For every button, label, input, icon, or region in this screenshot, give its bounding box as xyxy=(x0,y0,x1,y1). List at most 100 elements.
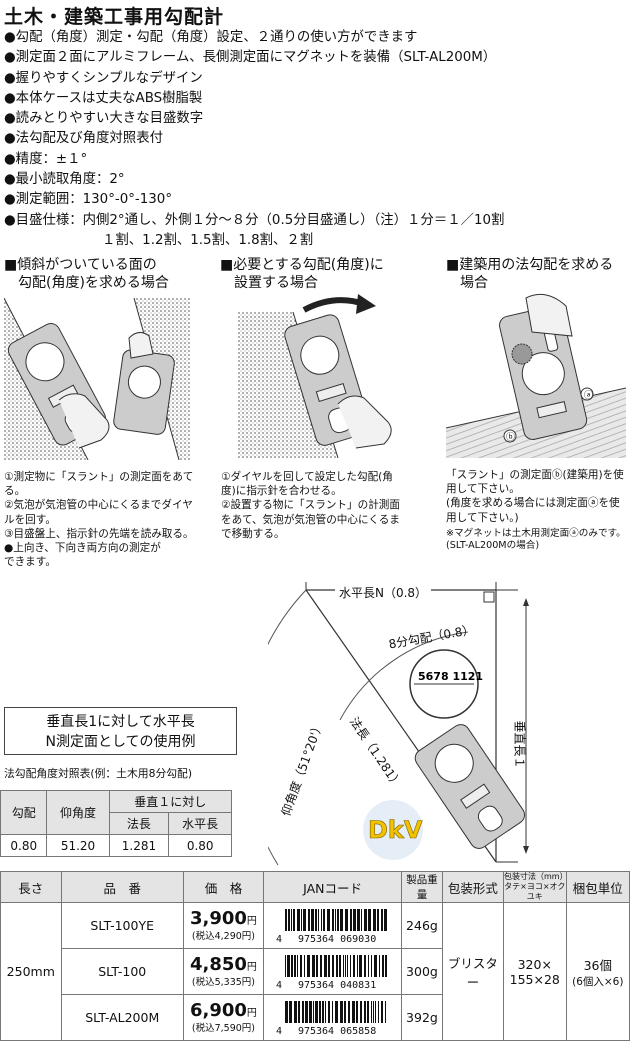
cell-dims: 320× 155×28 xyxy=(502,902,567,1041)
usage-example-box: 垂直長1に対して水平長 N測定面としての使用例 xyxy=(4,707,237,755)
cell-weight: 392g xyxy=(401,994,443,1041)
barcode-bar xyxy=(294,1000,298,1023)
barcode-bar xyxy=(343,954,345,977)
label-a: ⓐ xyxy=(584,390,593,401)
cell-jan: 4 975364 065858 xyxy=(263,994,403,1041)
cell-length: 250mm xyxy=(0,902,62,1041)
barcode-bar xyxy=(304,954,306,977)
barcode-bar xyxy=(368,908,372,931)
section-title-1: ■傾斜がついている面の 勾配(角度)を求める場合 xyxy=(4,257,169,291)
barcode-bar xyxy=(357,954,359,977)
slope-geometry-diagram: 5678 1121 DkV xyxy=(268,582,529,866)
barcode-bar xyxy=(350,954,352,977)
barcode-bar xyxy=(361,908,363,931)
barcode-bar xyxy=(350,908,353,931)
barcode-bar xyxy=(307,954,311,977)
barcode-bar xyxy=(348,1000,351,1023)
barcode-bar xyxy=(377,908,380,931)
dial-digits: 5678 1121 xyxy=(418,670,483,683)
barcode-bar xyxy=(285,954,287,977)
feature-item-continued: １割、1.2割、1.5割、1.8割、２割 xyxy=(102,232,314,248)
cell-price: 3,900円 (税込4,290円) xyxy=(182,902,265,949)
cell-weight: 246g xyxy=(401,902,443,949)
cell-model: SLT-AL200M xyxy=(60,994,184,1041)
table-row: 250mm SLT-100YE 3,900円 (税込4,290円) 4 9753… xyxy=(0,902,630,1041)
barcode-bar xyxy=(301,908,303,931)
barcode-bar xyxy=(359,954,363,977)
feature-item: ●握りやすくシンプルなデザイン xyxy=(4,70,203,86)
cell-model: SLT-100 xyxy=(60,948,184,995)
barcode-bar xyxy=(328,1000,331,1023)
barcode-bar xyxy=(332,1000,334,1023)
barcode-bar xyxy=(318,908,320,931)
barcode-bar xyxy=(315,908,318,931)
feature-item: ●測定面２面にアルミフレーム、長側測定面にマグネットを装備（SLT-AL200M… xyxy=(4,50,497,66)
header-dims: 包装寸法（mm） タテ×ヨコ×オクユキ xyxy=(502,871,568,903)
header-unit: 梱包単位 xyxy=(565,871,630,903)
cell-price: 6,900円 (税込7,590円) xyxy=(182,994,265,1041)
illustration-building-slope: ⓐ ⓑ xyxy=(446,293,626,458)
header-weight: 製品重量 xyxy=(401,871,443,903)
dkv-logo: DkV xyxy=(368,816,423,844)
barcode-bar xyxy=(364,908,368,931)
barcode-bar xyxy=(368,954,370,977)
barcode-bar xyxy=(379,954,381,977)
barcode-bar xyxy=(381,908,384,931)
barcode-bar xyxy=(367,1000,370,1023)
cell-jan: 4 975364 069030 xyxy=(263,902,403,949)
barcode-bar xyxy=(325,1000,327,1023)
barcode-bar xyxy=(347,954,349,977)
header-jan: JANコード xyxy=(263,871,403,903)
section-title-3: ■建築用の法勾配を求める 場合 xyxy=(446,257,614,291)
barcode-bar xyxy=(305,1000,309,1023)
page-title: 土木・建築工事用勾配計 xyxy=(4,6,225,28)
cell-weight: 300g xyxy=(401,948,443,995)
barcode-bar xyxy=(298,1000,301,1023)
cell-jan: 4 975364 040831 xyxy=(263,948,403,995)
barcode-bar xyxy=(385,954,388,977)
barcode-bar xyxy=(353,954,356,977)
barcode-bar xyxy=(324,954,328,977)
feature-list: ●勾配（角度）測定・勾配（角度）設定、２通りの使い方ができます ●測定面２面にア… xyxy=(4,28,624,251)
product-table: 長さ 品 番 価 格 JANコード 製品重量 包装形式 包装寸法（mm） タテ×… xyxy=(0,871,630,1041)
barcode-bar xyxy=(316,954,319,977)
table-caption: 法勾配角度対照表(例：土木用8分勾配) xyxy=(4,767,193,780)
barcode-bar xyxy=(320,954,323,977)
cell-model: SLT-100YE xyxy=(60,902,184,949)
barcode-bar xyxy=(381,1000,384,1023)
barcode-bar xyxy=(303,908,307,931)
feature-item: ●読みとりやすい大きな目盛数字 xyxy=(4,111,204,127)
header-group: 垂直１に対し xyxy=(108,790,233,813)
barcode-bar xyxy=(373,1000,375,1023)
barcode-bar xyxy=(294,954,297,977)
angle-table: 勾配 仰角度 垂直１に対し 法長 水平長 0.80 51.20 1.281 0.… xyxy=(0,790,233,857)
barcode-bar xyxy=(289,1000,293,1023)
feature-item: ●法勾配及び角度対照表付 xyxy=(4,131,163,147)
barcode-bar xyxy=(340,1000,344,1023)
table-row: 0.80 51.20 1.281 0.80 xyxy=(0,834,232,857)
cell-unit: 36個 (6個入×6) xyxy=(565,902,630,1041)
barcode-bar xyxy=(357,908,361,931)
barcode-bar xyxy=(321,908,323,931)
barcode-bar xyxy=(285,908,288,931)
label-horizontal: 水平長N（0.8） xyxy=(335,584,432,601)
barcode-bar xyxy=(308,908,311,931)
barcode-bar xyxy=(311,908,315,931)
label-vertical: 垂直長１ xyxy=(512,720,527,769)
header-model: 品 番 xyxy=(60,871,184,903)
feature-item: ●勾配（角度）測定・勾配（角度）設定、２通りの使い方ができます xyxy=(4,30,418,45)
header-gradient: 勾配 xyxy=(0,790,48,835)
header-elevation: 仰角度 xyxy=(46,790,110,835)
feature-item: ●目盛仕様：内側2°通し、外側１分～８分（0.5分目盛通し）（注）１分＝１／10… xyxy=(4,212,505,228)
barcode-bar xyxy=(375,1000,377,1023)
barcode-bar xyxy=(287,954,291,977)
barcode-bar xyxy=(291,954,294,977)
barcode-bar xyxy=(356,1000,359,1023)
barcode-bar xyxy=(332,954,335,977)
table-row: SLT-100 4,850円 (税込5,335円) 4 975364 04083… xyxy=(1,948,630,995)
barcode-bar xyxy=(335,1000,339,1023)
barcode-bar xyxy=(378,1000,380,1023)
barcode-bar xyxy=(328,954,331,977)
barcode-bar xyxy=(332,908,335,931)
header-price: 価 格 xyxy=(182,871,265,903)
